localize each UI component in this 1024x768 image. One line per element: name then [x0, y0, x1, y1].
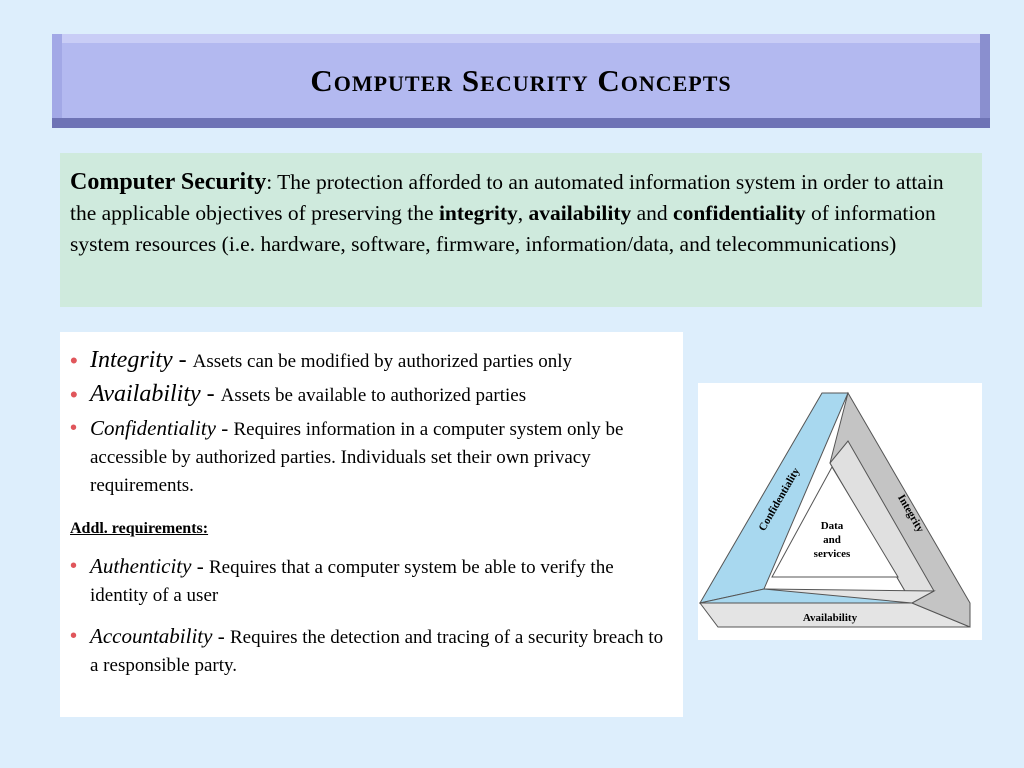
list-item-confidentiality: • Confidentiality - Requires information…: [70, 414, 673, 500]
confidentiality-base-face: [699, 588, 913, 604]
bullet-dash: -: [172, 347, 193, 373]
title-bevel-bottom: [52, 118, 990, 128]
bullet-term: Authenticity: [90, 554, 192, 578]
definition-bold-availability: availability: [528, 201, 632, 225]
slide-title: Computer Security Concepts: [310, 62, 732, 98]
title-bevel-right: [980, 34, 990, 128]
bullet-marker: •: [70, 348, 78, 373]
inner-triangle: [771, 465, 899, 578]
list-item-authenticity: • Authenticity - Requires that a compute…: [70, 552, 673, 610]
definition-box: Computer Security: The protection afford…: [60, 153, 982, 307]
list-item-integrity: • Integrity - Assets can be modified by …: [70, 346, 673, 376]
bullet-marker: •: [70, 417, 78, 439]
list-item-accountability: • Accountability - Requires the detectio…: [70, 622, 673, 680]
title-bevel-left: [52, 34, 62, 128]
bullet-description: Requires information in a computer syste…: [90, 419, 624, 496]
title-panel: Computer Security Concepts: [62, 43, 980, 118]
addl-requirements-heading: Addl. requirements:: [70, 520, 209, 537]
bullet-term: Integrity: [90, 347, 173, 373]
bullet-description: Assets be available to authorized partie…: [220, 385, 527, 406]
cia-triad-figure: Confidentiality Integrity Availability D…: [698, 383, 982, 640]
definition-colon: :: [266, 170, 273, 194]
title-banner: Computer Security Concepts: [52, 34, 990, 128]
definition-bold-confidentiality: confidentiality: [673, 201, 806, 225]
availability-label: Availability: [803, 612, 858, 624]
center-label-line-1: Data: [821, 520, 844, 532]
bullet-description: Assets can be modified by authorized par…: [192, 351, 573, 372]
bullet-panel: • Integrity - Assets can be modified by …: [60, 332, 683, 717]
center-label-line-2: and: [823, 534, 841, 546]
bullet-dash: -: [191, 554, 209, 578]
integrity-side: [829, 391, 971, 628]
definition-sep-1: ,: [517, 201, 529, 225]
bullet-term: Confidentiality: [90, 416, 216, 440]
bullet-dash: -: [200, 381, 221, 407]
bullet-dash: -: [212, 624, 230, 648]
bullet-term: Availability: [90, 381, 201, 407]
center-label-line-3: services: [814, 548, 851, 560]
bullet-dash: -: [216, 416, 234, 440]
bullet-description: Requires that a computer system be able …: [90, 557, 614, 606]
definition-text-2: of information system resources (i.e. ha…: [70, 201, 936, 256]
bullet-marker: •: [70, 382, 78, 407]
definition-sep-2: and: [631, 201, 674, 225]
definition-term: Computer Security: [70, 169, 267, 195]
title-bevel-top: [52, 34, 990, 43]
cia-triad-diagram: Confidentiality Integrity Availability D…: [698, 391, 971, 628]
bullet-marker: •: [70, 555, 78, 577]
bullet-term: Accountability: [90, 624, 213, 648]
spacer: [70, 500, 673, 520]
bullet-marker: •: [70, 625, 78, 647]
bullet-description: Requires the detection and tracing of a …: [90, 627, 664, 676]
definition-bold-integrity: integrity: [438, 201, 518, 225]
list-item-availability: • Availability - Assets be available to …: [70, 380, 673, 410]
definition-text-1: The protection afforded to an automated …: [70, 170, 944, 225]
